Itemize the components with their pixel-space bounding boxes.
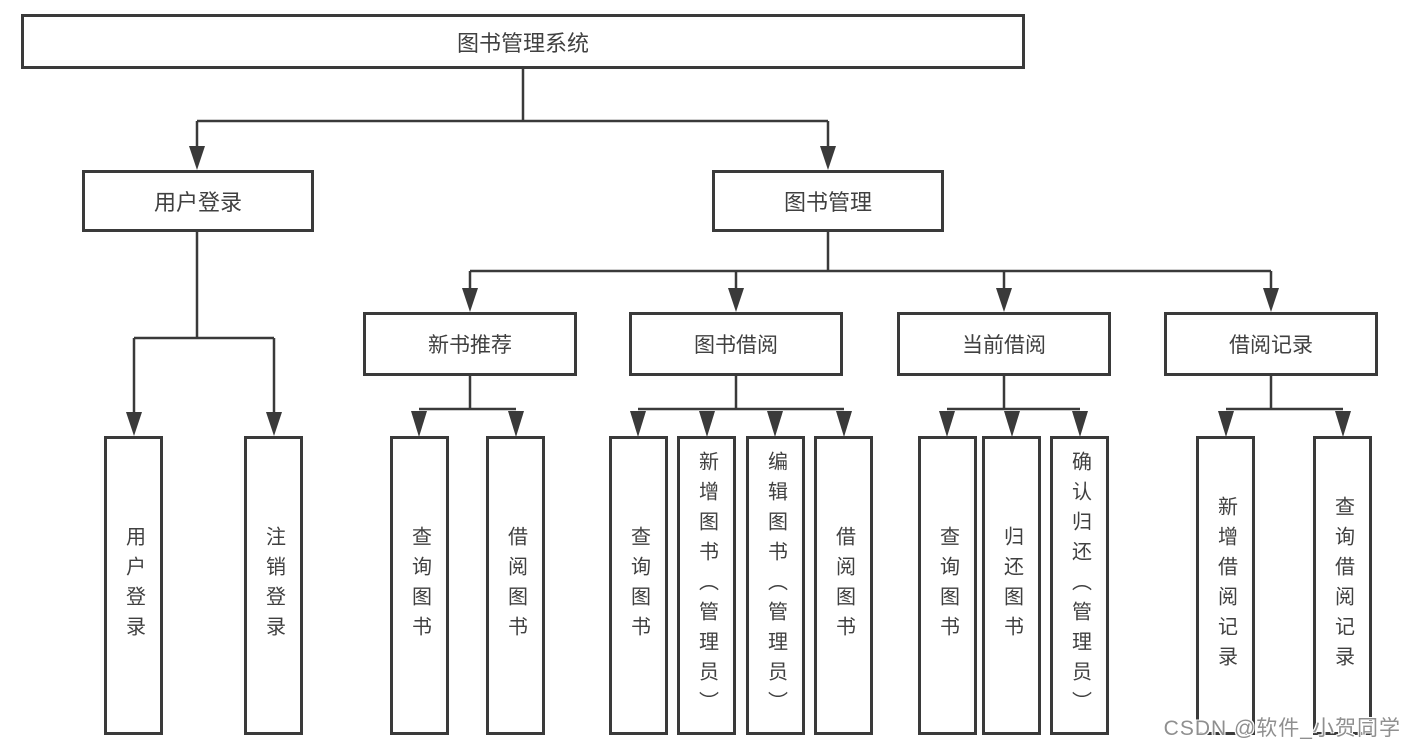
arrowhead-borrow-records	[1263, 288, 1279, 312]
arrowhead-leaf-add-record	[1218, 411, 1234, 437]
node-current-borrowing-label: 当前借阅	[962, 334, 1046, 357]
arrowhead-leaf-user-login	[126, 412, 142, 436]
leaf-query-books-3: 查询图书	[918, 436, 977, 735]
arrowhead-leaf-query-books-2	[630, 411, 646, 437]
arrowhead-leaf-query-record	[1335, 411, 1351, 437]
node-library-system: 图书管理系统	[21, 14, 1025, 69]
node-book-management-label: 图书管理	[783, 190, 872, 215]
arrowhead-leaf-return-books	[1004, 411, 1020, 437]
node-new-book-recommendation-label: 新书推荐	[428, 334, 512, 357]
arrowhead-leaf-add-book	[699, 411, 715, 437]
arrowhead-user-login	[189, 146, 205, 170]
connector-new-book-rec-group	[419, 376, 516, 411]
node-book-management: 图书管理	[712, 170, 944, 232]
node-new-book-recommendation: 新书推荐	[363, 312, 577, 376]
leaf-query-borrow-record: 查询借阅记录	[1313, 436, 1372, 735]
arrowhead-book-mgmt	[820, 146, 836, 170]
leaf-edit-book-admin: 编辑图书（管理员）	[746, 436, 805, 735]
arrowhead-book-borrow	[728, 288, 744, 312]
node-book-borrowing-label: 图书借阅	[694, 334, 778, 357]
node-user-login-label: 用户登录	[153, 190, 242, 215]
leaf-query-books-2: 查询图书	[609, 436, 668, 735]
leaf-return-books-label: 归还图书	[1000, 525, 1023, 646]
connector-current-borrow-group	[947, 376, 1080, 411]
leaf-borrow-books-2-label: 借阅图书	[832, 525, 855, 646]
connector-user-login-group	[132, 232, 276, 414]
node-borrowing-records-label: 借阅记录	[1229, 334, 1313, 357]
leaf-query-books-1: 查询图书	[390, 436, 449, 735]
connector-book-borrow-group	[638, 376, 844, 411]
node-borrowing-records: 借阅记录	[1164, 312, 1378, 376]
arrowhead-leaf-borrow-books-1	[508, 411, 524, 437]
leaf-borrow-books-2: 借阅图书	[814, 436, 873, 735]
leaf-confirm-return-admin-label: 确认归还（管理员）	[1068, 450, 1091, 721]
leaf-add-book-admin-label: 新增图书（管理员）	[695, 450, 718, 721]
connector-root-to-level2	[195, 69, 830, 148]
leaf-add-borrow-record-label: 新增借阅记录	[1214, 495, 1237, 676]
leaf-logout-label: 注销登录	[262, 525, 285, 646]
leaf-logout: 注销登录	[244, 436, 303, 735]
leaf-query-borrow-record-label: 查询借阅记录	[1331, 495, 1354, 676]
leaf-query-books-2-label: 查询图书	[627, 525, 650, 646]
arrowhead-leaf-confirm-return	[1072, 411, 1088, 437]
connector-book-mgmt-to-level3	[468, 232, 1273, 290]
arrowhead-leaf-borrow-books-2	[836, 411, 852, 437]
leaf-query-books-3-label: 查询图书	[936, 525, 959, 646]
leaf-add-borrow-record: 新增借阅记录	[1196, 436, 1255, 735]
arrowhead-new-book-rec	[462, 288, 478, 312]
leaf-user-login: 用户登录	[104, 436, 163, 735]
node-user-login: 用户登录	[82, 170, 314, 232]
leaf-query-books-1-label: 查询图书	[408, 525, 431, 646]
leaf-add-book-admin: 新增图书（管理员）	[677, 436, 736, 735]
arrowhead-leaf-logout	[266, 412, 282, 436]
arrowhead-leaf-edit-book	[767, 411, 783, 437]
csdn-watermark: CSDN @软件_小贺同学	[1163, 717, 1401, 740]
leaf-borrow-books-1-label: 借阅图书	[504, 525, 527, 646]
arrowhead-leaf-query-books-3	[939, 411, 955, 437]
node-library-system-label: 图书管理系统	[456, 30, 589, 56]
node-book-borrowing: 图书借阅	[629, 312, 843, 376]
leaf-borrow-books-1: 借阅图书	[486, 436, 545, 735]
arrowhead-leaf-query-books-1	[411, 411, 427, 437]
connector-borrow-records-group	[1226, 376, 1343, 411]
leaf-user-login-label: 用户登录	[122, 525, 145, 646]
leaf-edit-book-admin-label: 编辑图书（管理员）	[764, 450, 787, 721]
arrowhead-current-borrow	[996, 288, 1012, 312]
node-current-borrowing: 当前借阅	[897, 312, 1111, 376]
leaf-return-books: 归还图书	[982, 436, 1041, 735]
leaf-confirm-return-admin: 确认归还（管理员）	[1050, 436, 1109, 735]
